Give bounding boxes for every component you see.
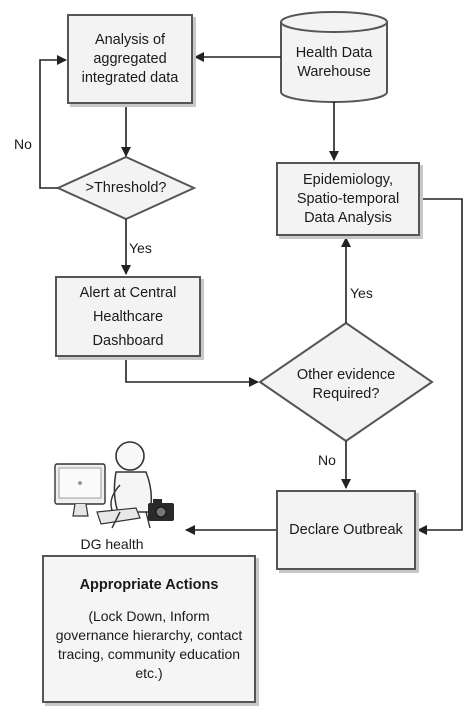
declare-outbreak-box: Declare Outbreak xyxy=(276,490,416,570)
threshold-label: >Threshold? xyxy=(85,180,167,196)
dg-health-label: DG health xyxy=(80,536,144,552)
edge-label-yes-evidence: Yes xyxy=(350,285,373,301)
edge-label-yes-threshold: Yes xyxy=(129,240,152,256)
edge-alert-to-evidence xyxy=(125,357,259,387)
epidemiology-box: Epidemiology, Spatio-temporal Data Analy… xyxy=(276,162,420,236)
edge-label-no-threshold: No xyxy=(14,136,32,152)
edge-label-no-evidence: No xyxy=(318,452,336,468)
appropriate-actions-box: Appropriate Actions (Lock Down, Inform g… xyxy=(42,555,256,703)
edge-epidemiology-to-declare xyxy=(417,198,463,535)
evidence-label: Other evidence Required? xyxy=(296,367,396,402)
actions-title: Appropriate Actions xyxy=(79,577,219,593)
person-at-computer-icon xyxy=(54,441,174,529)
actions-body: (Lock Down, Inform governance hierarchy,… xyxy=(55,608,243,681)
alert-box: Alert at Central Healthcare Dashboard xyxy=(55,276,201,357)
edge-threshold-no-loop xyxy=(39,55,67,189)
analysis-box: Analysis of aggregated integrated data xyxy=(67,14,193,104)
warehouse-label: Health Data Warehouse xyxy=(295,45,373,80)
